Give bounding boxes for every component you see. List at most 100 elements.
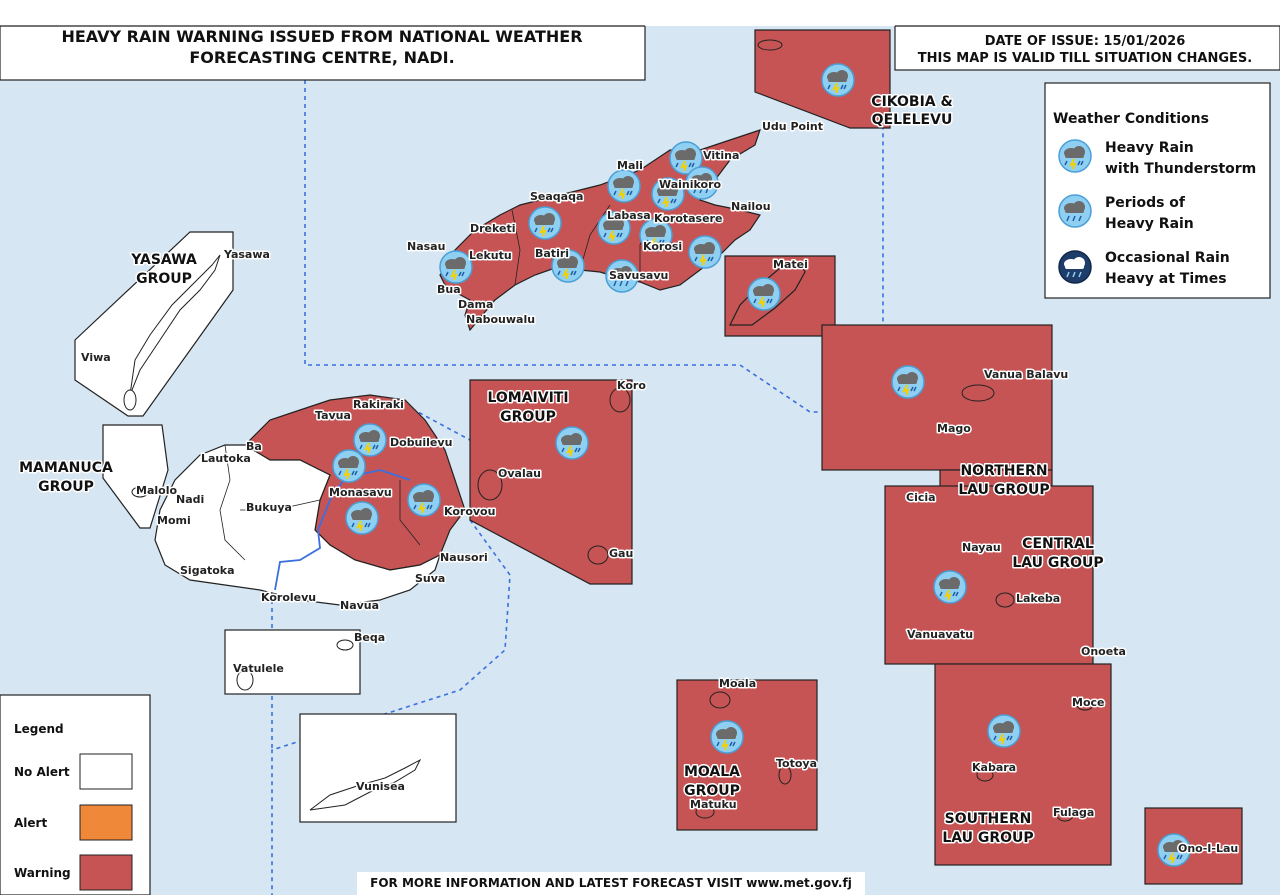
- thunderstorm-icon: [747, 277, 781, 311]
- legend-warning-label: Warning: [14, 866, 71, 880]
- legend-warning-swatch: [79, 854, 133, 891]
- place-label-bukuya: Bukuya: [246, 501, 292, 514]
- place-label-seaqaqa: Seaqaqa: [530, 190, 583, 203]
- warning-small-islands: [477, 39, 1094, 822]
- occasional-rain-icon: [1058, 250, 1092, 284]
- place-label-cicia: Cicia: [906, 491, 936, 504]
- place-label-matuku: Matuku: [690, 798, 737, 811]
- place-label-navua: Navua: [340, 599, 379, 612]
- place-label-nausori: Nausori: [440, 551, 488, 564]
- moala-warning-area: [676, 679, 818, 831]
- place-label-bua: Bua: [437, 283, 461, 296]
- viti-levu-no-alert-region: [154, 444, 442, 606]
- place-label-matei: Matei: [773, 258, 808, 271]
- place-label-udu-point: Udu Point: [762, 120, 823, 133]
- place-label-nabouwalu: Nabouwalu: [466, 313, 535, 326]
- place-label-dobuilevu: Dobuilevu: [390, 436, 452, 449]
- lomaiviti-warning-area: [469, 379, 633, 585]
- group-label-northern-lau: LAU GROUP: [958, 482, 1049, 498]
- footer-note: FOR MORE INFORMATION AND LATEST FORECAST…: [370, 876, 852, 890]
- place-label-ba: Ba: [246, 440, 262, 453]
- place-label-tavua: Tavua: [315, 409, 351, 422]
- thunderstorm-icon: [555, 426, 589, 460]
- legend-box: Legend No Alert Alert Warning: [0, 694, 151, 895]
- wc-occasional-line2: Heavy at Times: [1105, 271, 1227, 287]
- group-label-moala: GROUP: [684, 783, 740, 799]
- place-label-malolo: Malolo: [136, 484, 177, 497]
- place-label-ono-i-lau: Ono-I-Lau: [1178, 842, 1238, 855]
- place-label-viwa: Viwa: [81, 351, 111, 364]
- place-label-onoeta: Onoeta: [1081, 645, 1126, 658]
- place-label-vanuavatu: Vanuavatu: [907, 628, 973, 641]
- place-label-dreketi: Dreketi: [470, 222, 516, 235]
- place-label-yasawa: Yasawa: [223, 248, 270, 261]
- place-label-ovalau: Ovalau: [498, 467, 541, 480]
- wc-thunderstorm-line2: with Thunderstorm: [1105, 161, 1256, 177]
- legend-no-alert-label: No Alert: [14, 765, 70, 779]
- place-label-koro: Koro: [617, 379, 646, 392]
- top-crop-bar: [0, 0, 1280, 26]
- no-alert-areas: [74, 231, 457, 823]
- thunderstorm-icon: [607, 169, 641, 203]
- place-label-nadi: Nadi: [176, 493, 204, 506]
- footer-box: [357, 872, 865, 895]
- place-label-totoya: Totoya: [776, 757, 817, 770]
- group-label-mamanuca: GROUP: [38, 479, 94, 495]
- place-label-wainikoro: Wainikoro: [659, 178, 722, 191]
- group-label-yasawa: YASAWA: [130, 252, 197, 268]
- legend-alert-swatch: [79, 804, 133, 841]
- group-label-northern-lau: NORTHERN: [960, 463, 1047, 479]
- place-label-fulaga: Fulaga: [1053, 806, 1094, 819]
- place-label-vatulele: Vatulele: [233, 662, 284, 675]
- group-label-cikobia: CIKOBIA &: [871, 94, 952, 110]
- place-label-gau: Gau: [609, 547, 633, 560]
- place-label-vitina: Vitina: [703, 149, 739, 162]
- place-label-batiri: Batiri: [535, 247, 569, 260]
- place-label-moce: Moce: [1072, 696, 1104, 709]
- place-label-suva: Suva: [415, 572, 445, 585]
- group-label-lomaiviti: LOMAIVITI: [487, 390, 568, 406]
- thunderstorm-icon: [353, 423, 387, 457]
- place-label-dama: Dama: [458, 298, 493, 311]
- thunderstorm-icon: [439, 250, 473, 284]
- place-label-vanua-balavu: Vanua Balavu: [984, 368, 1068, 381]
- mamanuca-no-alert-area: [102, 424, 169, 529]
- heavy-rain-icon: [1058, 194, 1092, 228]
- group-label-lomaiviti: GROUP: [500, 409, 556, 425]
- date-of-issue: DATE OF ISSUE: 15/01/2026: [985, 34, 1186, 49]
- place-label-korosi: Korosi: [643, 240, 682, 253]
- group-label-southern-lau: SOUTHERN: [945, 811, 1032, 827]
- place-label-korovou: Korovou: [444, 505, 495, 518]
- place-label-beqa: Beqa: [354, 631, 385, 644]
- place-label-nayau: Nayau: [962, 541, 1001, 554]
- place-label-korolevu: Korolevu: [261, 591, 316, 604]
- wc-occasional-line1: Occasional Rain: [1105, 250, 1230, 266]
- place-label-nasau: Nasau: [407, 240, 445, 253]
- monasavu-river: [274, 469, 411, 591]
- group-label-southern-lau: LAU GROUP: [942, 830, 1033, 846]
- place-label-momi: Momi: [157, 514, 191, 527]
- northern-lau-warning-area: [821, 324, 1053, 471]
- place-label-mago: Mago: [937, 422, 971, 435]
- group-label-central-lau: CENTRAL: [1022, 536, 1094, 552]
- thunderstorm-icon: [688, 235, 722, 269]
- place-label-lekutu: Lekutu: [469, 249, 512, 262]
- legend-title: Legend: [14, 722, 64, 736]
- place-label-korotasere: Korotasere: [654, 212, 722, 225]
- place-label-monasavu: Monasavu: [329, 486, 392, 499]
- central-lau-warning-area: [884, 485, 1094, 665]
- viti-levu-provinces: [219, 444, 421, 561]
- place-label-moala: Moala: [719, 677, 756, 690]
- place-label-lakeba: Lakeba: [1016, 592, 1060, 605]
- small-islands: [123, 254, 422, 811]
- thunderstorm-icon: [528, 206, 562, 240]
- thunderstorm-icon: [710, 720, 744, 754]
- group-label-central-lau: LAU GROUP: [1012, 555, 1103, 571]
- thunderstorm-icon: [407, 483, 441, 517]
- validity-note: THIS MAP IS VALID TILL SITUATION CHANGES…: [918, 51, 1252, 66]
- group-label-cikobia: QELELEVU: [872, 112, 953, 128]
- yasawa-no-alert-area: [74, 231, 234, 417]
- place-label-savusavu: Savusavu: [609, 269, 668, 282]
- legend-alert-label: Alert: [14, 816, 47, 830]
